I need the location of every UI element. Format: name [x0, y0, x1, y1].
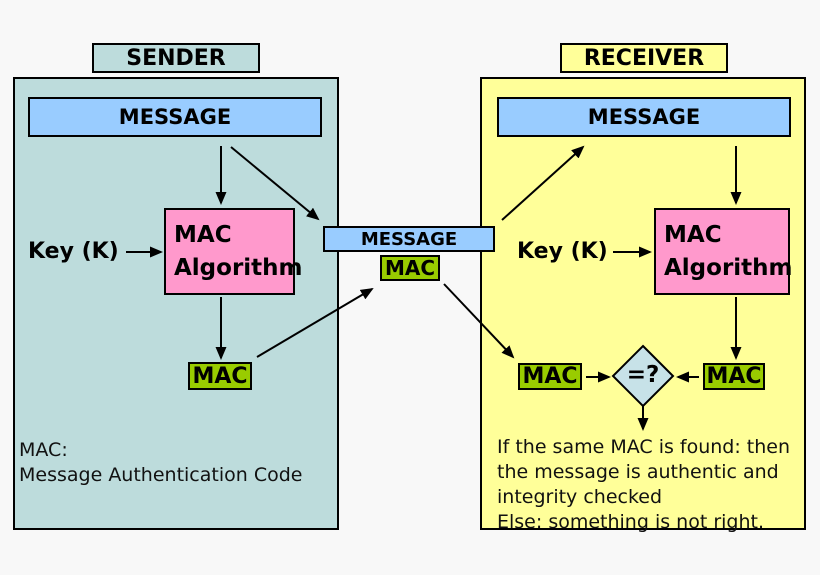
sender-note: MAC: Message Authentication Code	[19, 438, 302, 488]
receiver-mac-left-label: MAC	[522, 364, 578, 389]
sender-mac-label: MAC	[192, 363, 248, 389]
receiver-note-line2: the message is authentic and	[497, 461, 779, 483]
receiver-mac-algorithm-label: MAC Algorithm	[664, 222, 793, 281]
sender-note-line2: Message Authentication Code	[19, 464, 303, 486]
sender-message-label: MESSAGE	[118, 105, 232, 129]
channel-message-box: MESSAGE	[323, 226, 495, 252]
receiver-note-line3: integrity checked	[497, 486, 663, 508]
receiver-title: RECEIVER	[583, 45, 705, 71]
sender-key-label: Key (K)	[28, 239, 119, 264]
receiver-note: If the same MAC is found: then the messa…	[497, 435, 790, 535]
receiver-note-line1: If the same MAC is found: then	[497, 436, 791, 458]
channel-mac-box: MAC	[380, 255, 440, 281]
channel-message-label: MESSAGE	[360, 228, 458, 250]
receiver-title-box: RECEIVER	[560, 43, 728, 73]
sender-mac-algorithm-label: MAC Algorithm	[174, 222, 303, 281]
channel-mac-label: MAC	[384, 256, 436, 280]
comparator-label: =?	[626, 362, 660, 388]
receiver-key-label: Key (K)	[517, 239, 608, 264]
receiver-mac-algorithm-box: MAC Algorithm	[654, 208, 793, 295]
sender-message-box: MESSAGE	[28, 97, 322, 137]
sender-note-line1: MAC:	[19, 439, 68, 461]
sender-mac-box: MAC	[188, 362, 252, 390]
receiver-mac-right-label: MAC	[706, 364, 762, 389]
receiver-mac-right-box: MAC	[703, 363, 765, 390]
sender-title-box: SENDER	[92, 43, 260, 73]
sender-title: SENDER	[126, 45, 226, 71]
receiver-message-box: MESSAGE	[497, 97, 791, 137]
receiver-note-line4: Else: something is not right.	[497, 511, 765, 533]
receiver-message-label: MESSAGE	[587, 105, 701, 129]
receiver-mac-left-box: MAC	[518, 363, 582, 390]
sender-mac-algorithm-box: MAC Algorithm	[164, 208, 303, 295]
